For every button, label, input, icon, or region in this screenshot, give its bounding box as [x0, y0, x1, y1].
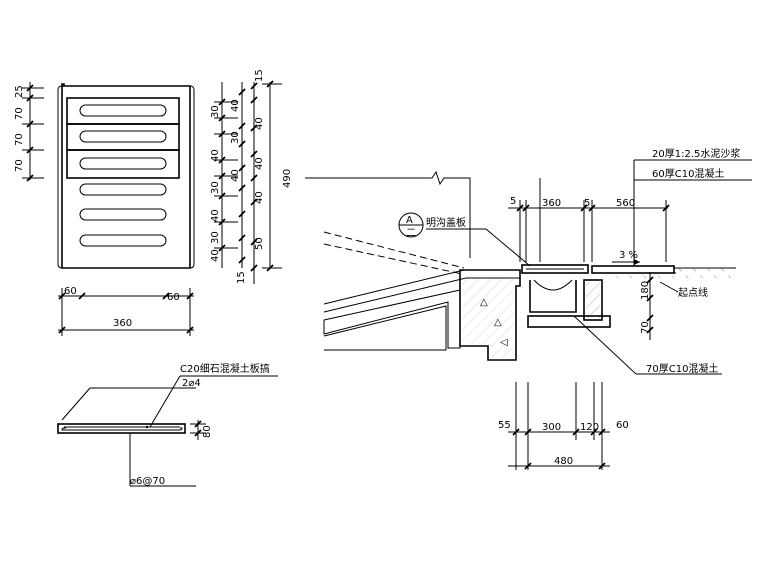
midright-dim-3: 40: [230, 169, 241, 182]
right-dim-3: 40: [254, 157, 265, 170]
mid-dim-1: 30: [210, 105, 221, 118]
right-paving: [591, 265, 675, 274]
top-dim-1: 5: [510, 196, 516, 207]
slot-6: [79, 234, 167, 247]
bottom-dim-480: 480: [554, 456, 573, 467]
svg-text:二: 二: [406, 228, 416, 239]
slab-section: C20细石混凝土板搞 2⌀4 ⌀6@70 80: [57, 362, 278, 487]
slope-label: 3 %: [619, 250, 638, 261]
bottom-dim-55: 55: [498, 420, 511, 431]
mid-dim-5: 30: [210, 231, 221, 244]
bottom-dim-total: 360: [113, 318, 132, 329]
cover-frame-3: [66, 149, 180, 179]
mid-dim-3: 30: [210, 181, 221, 194]
total-height: 490: [282, 169, 293, 188]
drain-channel: [529, 280, 577, 313]
cover-bottom-dims: 60 60 360: [58, 286, 194, 336]
drain-base: [527, 315, 611, 328]
cover-frame-1: [66, 97, 180, 125]
svg-text:◁: ◁: [500, 337, 508, 348]
slot-1: [79, 104, 167, 117]
left-dim-1: 70: [14, 159, 25, 172]
midright-dim-2: 30: [230, 131, 241, 144]
mid-dim-4: 40: [210, 209, 221, 222]
right-dim-70: 70: [640, 321, 651, 334]
callout-label: 明沟盖板: [426, 216, 466, 229]
bottom-dim-300: 300: [542, 422, 561, 433]
right-dim-5: 40: [254, 191, 265, 204]
start-line-label: 起点线: [678, 286, 708, 299]
slab-rebar-top: 2⌀4: [182, 378, 201, 389]
top-dim-4: 560: [616, 198, 635, 209]
cover-mid-dims: 30 40 30 40 30 40: [210, 82, 238, 268]
cover-frame-2: [66, 123, 180, 151]
drain-cover: [521, 264, 589, 274]
mid-dim-2: 40: [210, 149, 221, 162]
slot-4: [79, 183, 167, 196]
drain-left-wall: [459, 269, 521, 361]
cover-left-dims: 70 70 70 25: [14, 82, 44, 182]
slab-outline: [57, 423, 186, 434]
right-dim-1: 15: [254, 69, 265, 82]
bottom-dim-60: 60: [616, 420, 629, 431]
svg-text:△: △: [494, 317, 502, 328]
layer-label-2: 60厚C10混凝土: [652, 167, 724, 180]
cover-plate-plan: [57, 83, 195, 269]
layer-label-bottom: 70厚C10混凝土: [646, 362, 718, 375]
slot-3: [79, 157, 167, 170]
drain-section: △ △ ◁ 3 % 5 3: [305, 147, 752, 470]
drain-right-wall: [583, 279, 603, 321]
slab-label: C20细石混凝土板搞: [180, 362, 270, 375]
bottom-dim-right: 60: [167, 292, 180, 303]
cover-plate-outline: [61, 83, 191, 269]
break-line: [305, 170, 471, 258]
cover-midright-dims: 40 30 40: [230, 82, 246, 268]
top-dim-2: 360: [542, 198, 561, 209]
cover-right-dims: 15 40 40 40 50 15 490: [236, 69, 293, 284]
right-dim-180: 180: [640, 281, 651, 300]
layer-label-1: 20厚1:2.5水泥沙浆: [652, 147, 740, 160]
callout-letter: A: [406, 215, 413, 226]
midright-dim-1: 40: [230, 99, 241, 112]
right-dim-2: 40: [254, 117, 265, 130]
left-dim-4: 25: [14, 85, 25, 98]
left-dim-2: 70: [14, 133, 25, 146]
slab-rebar-bottom: ⌀6@70: [130, 476, 165, 487]
slot-5: [79, 208, 167, 221]
left-dim-3: 70: [14, 107, 25, 120]
right-dim-7: 15: [236, 271, 247, 284]
mid-dim-6: 40: [210, 249, 221, 262]
right-dim-6: 50: [254, 237, 265, 250]
top-dim-3: 5: [584, 198, 590, 209]
bottom-dim-120: 120: [580, 422, 599, 433]
svg-text:△: △: [480, 297, 488, 308]
slab-thickness: 80: [202, 425, 213, 438]
bottom-dim-left: 60: [64, 286, 77, 297]
slot-2: [79, 130, 167, 143]
